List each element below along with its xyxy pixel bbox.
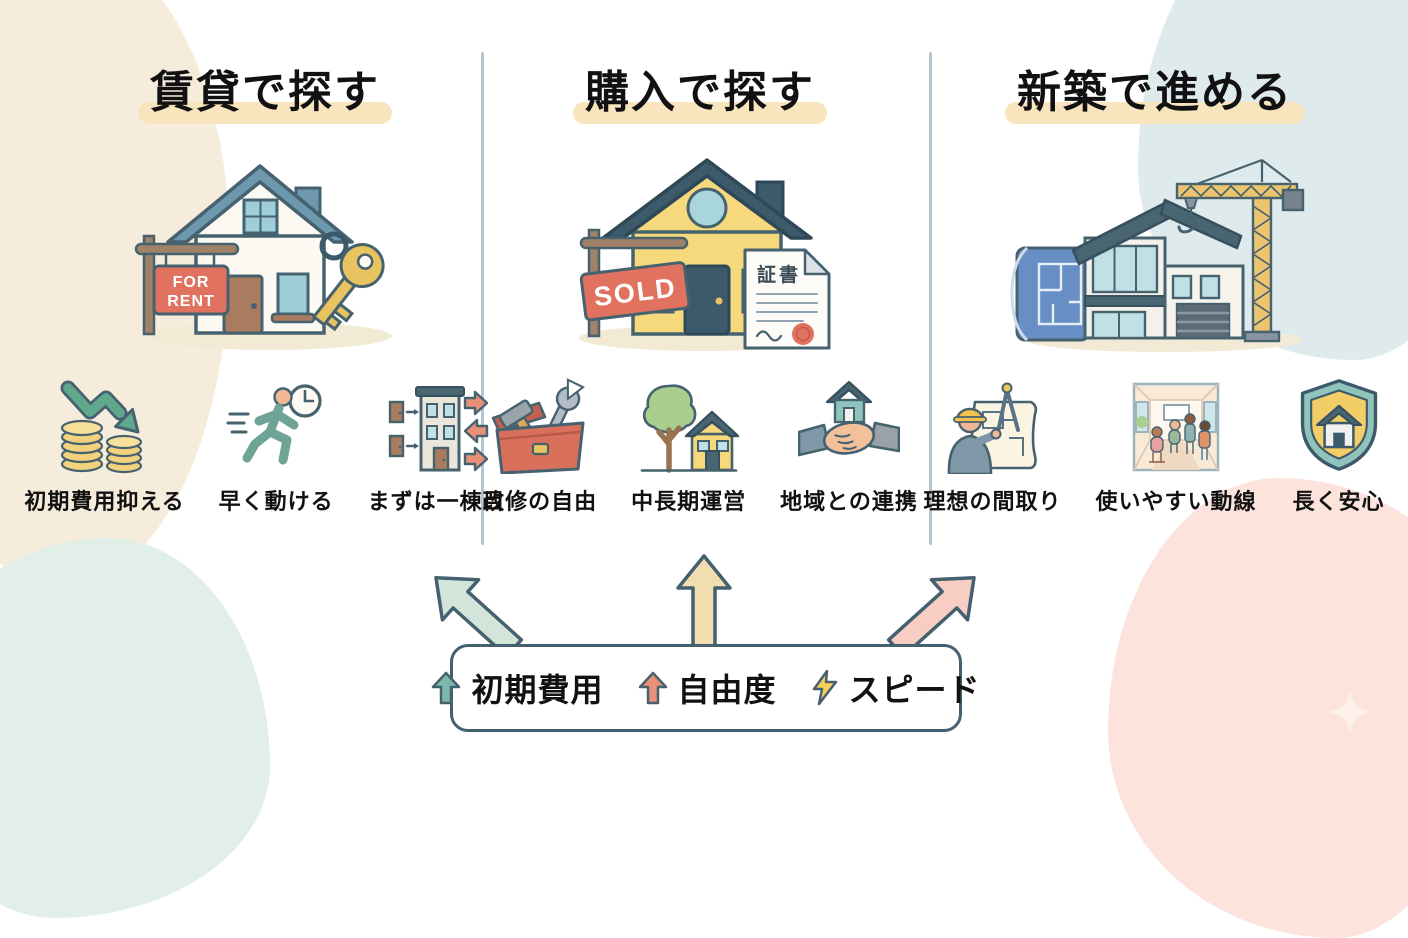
toolbox-icon (491, 378, 585, 474)
feature-label: まずは一棟目 (367, 489, 506, 514)
title-highlight (1005, 102, 1305, 124)
feature-label: 早く動ける (218, 489, 334, 514)
house-with-for-rent-sign-and-key-icon: FOR RENT (134, 164, 392, 350)
feature-label: 改修の自由 (482, 489, 598, 514)
feature-label: 理想の間取り (923, 489, 1062, 514)
house-sold-illustration: SOLD 証書 (545, 132, 855, 356)
feature-label: 長く安心 (1292, 489, 1385, 514)
arrow-up-right (886, 575, 976, 658)
feature-item: 理想の間取り (923, 372, 1061, 516)
feature-label: 初期費用抑える (24, 489, 185, 514)
feature-item: 使いやすい動線 (1096, 372, 1257, 516)
up-arrow-icon (432, 671, 461, 705)
trade-off-arrows (434, 554, 976, 658)
title-highlight (138, 102, 392, 124)
for-rent-sign-text: RENT (167, 293, 215, 310)
legend-label: 自由度 (677, 672, 777, 708)
legend-entry-initial-cost: 初期費用 (431, 665, 603, 711)
shield-house-icon (1300, 379, 1377, 471)
column-title-purchase: 購入で探す (573, 52, 827, 124)
house-with-sold-sign-and-certificate-icon: SOLD 証書 (579, 158, 831, 351)
feature-label: 地域との連携 (780, 489, 918, 514)
feature-item: 初期費用抑える (24, 372, 184, 516)
feature-item: 改修の自由 (482, 372, 597, 516)
architect-drafting-icon (948, 382, 1038, 474)
blueprint-house-crane-illustration (995, 132, 1315, 356)
legend-entry-speed: スピード (811, 665, 981, 711)
legend-label: スピード (848, 672, 981, 708)
column-newbuild: 新築で進める (923, 52, 1383, 516)
certificate-title-text: 証書 (757, 263, 801, 286)
room-walkthrough-icon (1132, 382, 1220, 472)
lightning-icon (812, 670, 837, 706)
up-arrow-icon (638, 671, 667, 705)
title-highlight (573, 102, 827, 124)
coins-decrease-icon (60, 380, 143, 474)
column-title-newbuild: 新築で進める (1005, 52, 1305, 124)
column-title-rental: 賃貸で探す (138, 52, 392, 124)
feature-label: 中長期運営 (631, 489, 747, 514)
feature-item: まずは一棟目 (368, 372, 506, 516)
legend-box: 初期費用 自由度 スピード (432, 644, 980, 732)
arrow-up-left (434, 575, 524, 658)
feature-item: 長く安心 (1291, 372, 1387, 516)
tree-and-house-icon (640, 384, 739, 473)
column-rental: 賃貸で探す FOR RENT (24, 52, 504, 516)
feature-item: 中長期運営 (631, 372, 746, 516)
for-rent-sign-text: FOR (173, 274, 210, 291)
legend-entry-freedom: 自由度 (638, 665, 777, 711)
handshake-house-icon (798, 380, 901, 457)
column-purchase: 購入で探す SOLD (482, 52, 917, 516)
feature-item: 地域との連携 (780, 372, 918, 516)
feature-item: 早く動ける (219, 372, 334, 516)
legend-label: 初期費用 (471, 672, 604, 708)
column-divider (929, 52, 932, 545)
building-arrows-icon (388, 386, 488, 472)
arrow-up-middle (676, 554, 732, 650)
column-divider (481, 52, 484, 545)
blob-bottom-left (0, 538, 270, 918)
running-person-clock-icon (226, 384, 322, 465)
sparkle-icon (1328, 690, 1372, 734)
blueprint-house-and-crane-icon (1010, 158, 1305, 352)
house-for-rent-illustration: FOR RENT (110, 132, 420, 356)
feature-label: 使いやすい動線 (1095, 489, 1257, 514)
